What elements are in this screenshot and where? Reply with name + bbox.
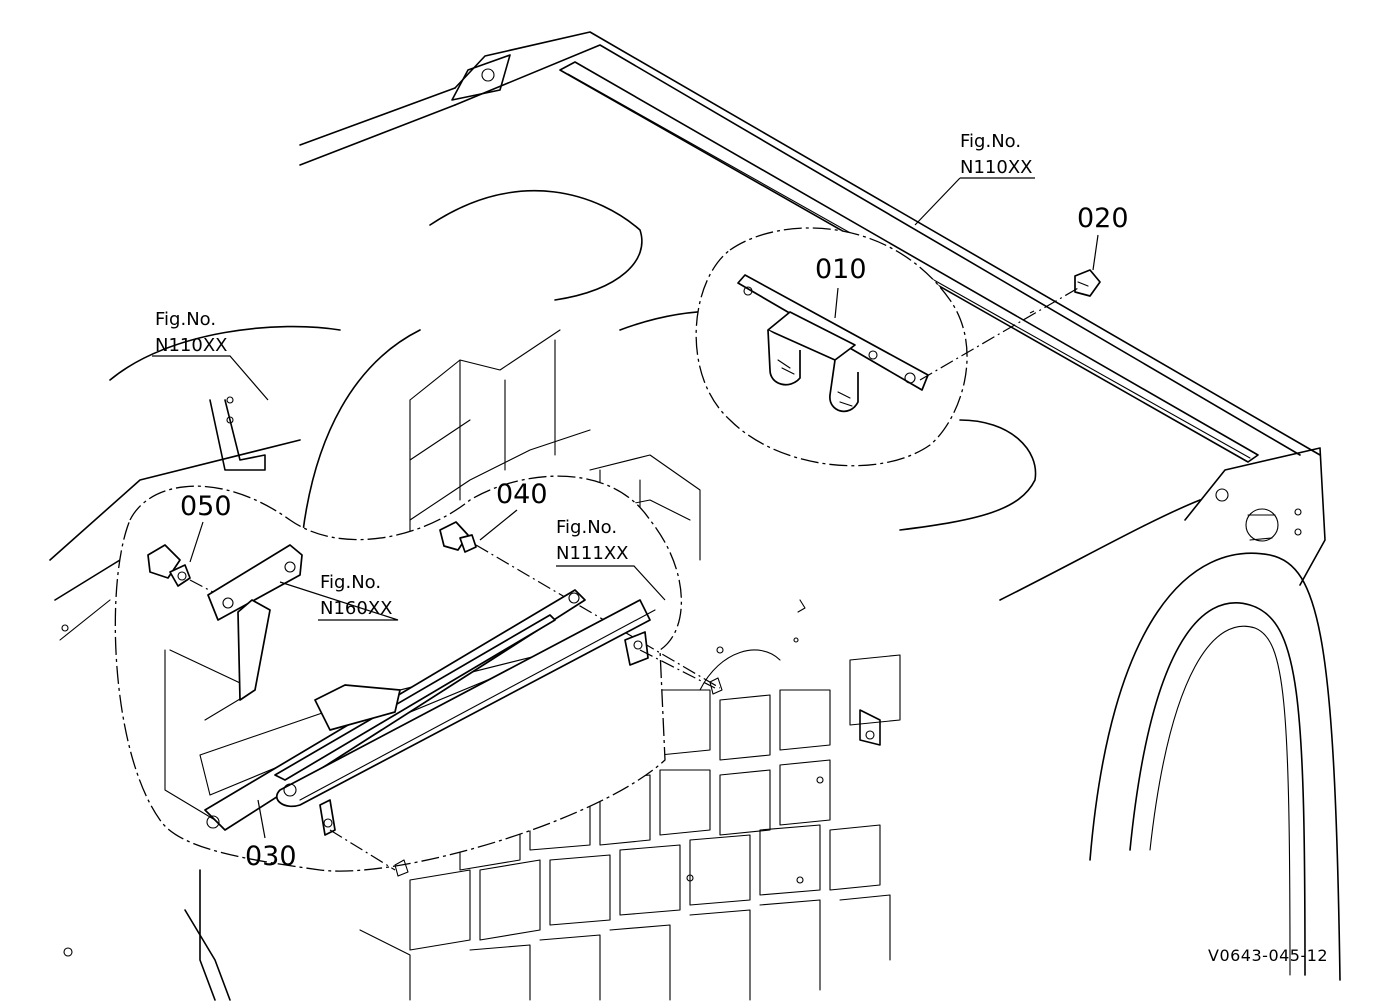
part-040-bolt [439,521,477,553]
detail-bubble-lower [114,475,723,877]
part-020-bolt [1074,269,1101,297]
callout-030: 030 [245,841,297,872]
figure-references: Fig.No. N110XX Fig.No. N110XX Fig.No. N1… [155,131,1032,619]
fig-ref-upper-right-title: Fig.No. [960,131,1021,152]
part-callouts: 010 020 030 040 050 [180,203,1129,872]
bracket-n160xx [207,544,303,701]
callout-040: 040 [496,479,548,510]
callout-020: 020 [1077,203,1129,234]
callout-010: 010 [815,254,867,285]
fig-ref-bracket-number: N160XX [320,598,392,619]
part-050-bolt [147,544,191,587]
fig-ref-bracket-title: Fig.No. [320,572,381,593]
drawing-id: V0643-045-12 [1208,946,1328,965]
fig-ref-left-number: N110XX [155,335,227,356]
part-030-rail [204,589,656,836]
leader-lines [152,177,1035,839]
detail-bubble-upper [695,227,1101,467]
part-010-bracket [737,274,929,413]
callout-050: 050 [180,491,232,522]
fig-ref-rail-title: Fig.No. [556,517,617,538]
fig-ref-rail-number: N111XX [556,543,628,564]
fig-ref-upper-right-number: N110XX [960,157,1032,178]
fig-ref-left-title: Fig.No. [155,309,216,330]
